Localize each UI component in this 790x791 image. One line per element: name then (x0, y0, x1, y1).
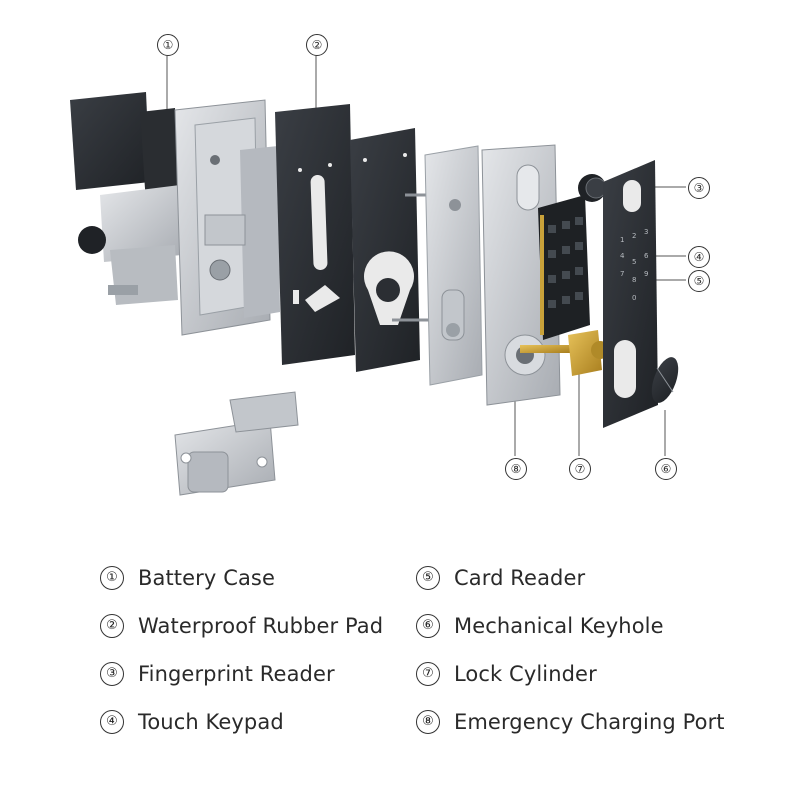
callout-6: ⑥ (655, 458, 677, 480)
svg-text:4: 4 (620, 252, 625, 260)
legend-item-battery-case: ① Battery Case (100, 566, 275, 590)
svg-text:7: 7 (620, 270, 624, 278)
circuit-board-part (538, 195, 590, 340)
gasket-plate-part (350, 128, 430, 372)
legend-item-lock-cylinder: ⑦ Lock Cylinder (416, 662, 597, 686)
legend-label: Touch Keypad (138, 710, 284, 734)
mounting-plate-part (424, 145, 483, 386)
legend-label: Mechanical Keyhole (454, 614, 664, 638)
legend-label: Waterproof Rubber Pad (138, 614, 384, 638)
legend-label: Battery Case (138, 566, 275, 590)
callout-2: ② (306, 34, 328, 56)
fingerprint-reader-part (578, 174, 607, 202)
lock-housing-part (174, 99, 280, 336)
legend-item-fingerprint-reader: ③ Fingerprint Reader (100, 662, 335, 686)
rubber-pad-part (275, 104, 355, 365)
svg-text:6: 6 (644, 252, 649, 260)
callout-7: ⑦ (569, 458, 591, 480)
callout-8: ⑧ (505, 458, 527, 480)
svg-text:5: 5 (632, 258, 636, 266)
legend-num: ① (100, 566, 124, 590)
deadbolt-latch-part (174, 391, 299, 496)
callout-5: ⑤ (688, 270, 710, 292)
svg-text:0: 0 (632, 294, 636, 302)
legend-item-emergency-charging-port: ⑧ Emergency Charging Port (416, 710, 725, 734)
legend-label: Lock Cylinder (454, 662, 597, 686)
legend-label: Fingerprint Reader (138, 662, 335, 686)
svg-text:8: 8 (632, 276, 636, 284)
diagram-svg: 123 456 789 0 (70, 56, 686, 496)
callout-1: ① (157, 34, 179, 56)
svg-text:9: 9 (644, 270, 648, 278)
svg-text:3: 3 (644, 228, 648, 236)
svg-text:1: 1 (620, 236, 624, 244)
battery-case-part (70, 92, 182, 305)
legend-item-card-reader: ⑤ Card Reader (416, 566, 585, 590)
keyhole-cover-part (651, 357, 679, 403)
legend-num: ② (100, 614, 124, 638)
legend-item-touch-keypad: ④ Touch Keypad (100, 710, 284, 734)
svg-text:2: 2 (632, 232, 636, 240)
legend-item-rubber-pad: ② Waterproof Rubber Pad (100, 614, 383, 638)
callout-4: ④ (688, 246, 710, 268)
legend-num: ③ (100, 662, 124, 686)
legend-num: ⑥ (416, 614, 440, 638)
legend-label: Card Reader (454, 566, 586, 590)
legend-item-mechanical-keyhole: ⑥ Mechanical Keyhole (416, 614, 664, 638)
legend-num: ⑦ (416, 662, 440, 686)
legend-num: ⑤ (416, 566, 440, 590)
callout-3: ③ (688, 177, 710, 199)
legend-num: ⑧ (416, 710, 440, 734)
legend-num: ④ (100, 710, 124, 734)
legend-label: Emergency Charging Port (454, 710, 725, 734)
